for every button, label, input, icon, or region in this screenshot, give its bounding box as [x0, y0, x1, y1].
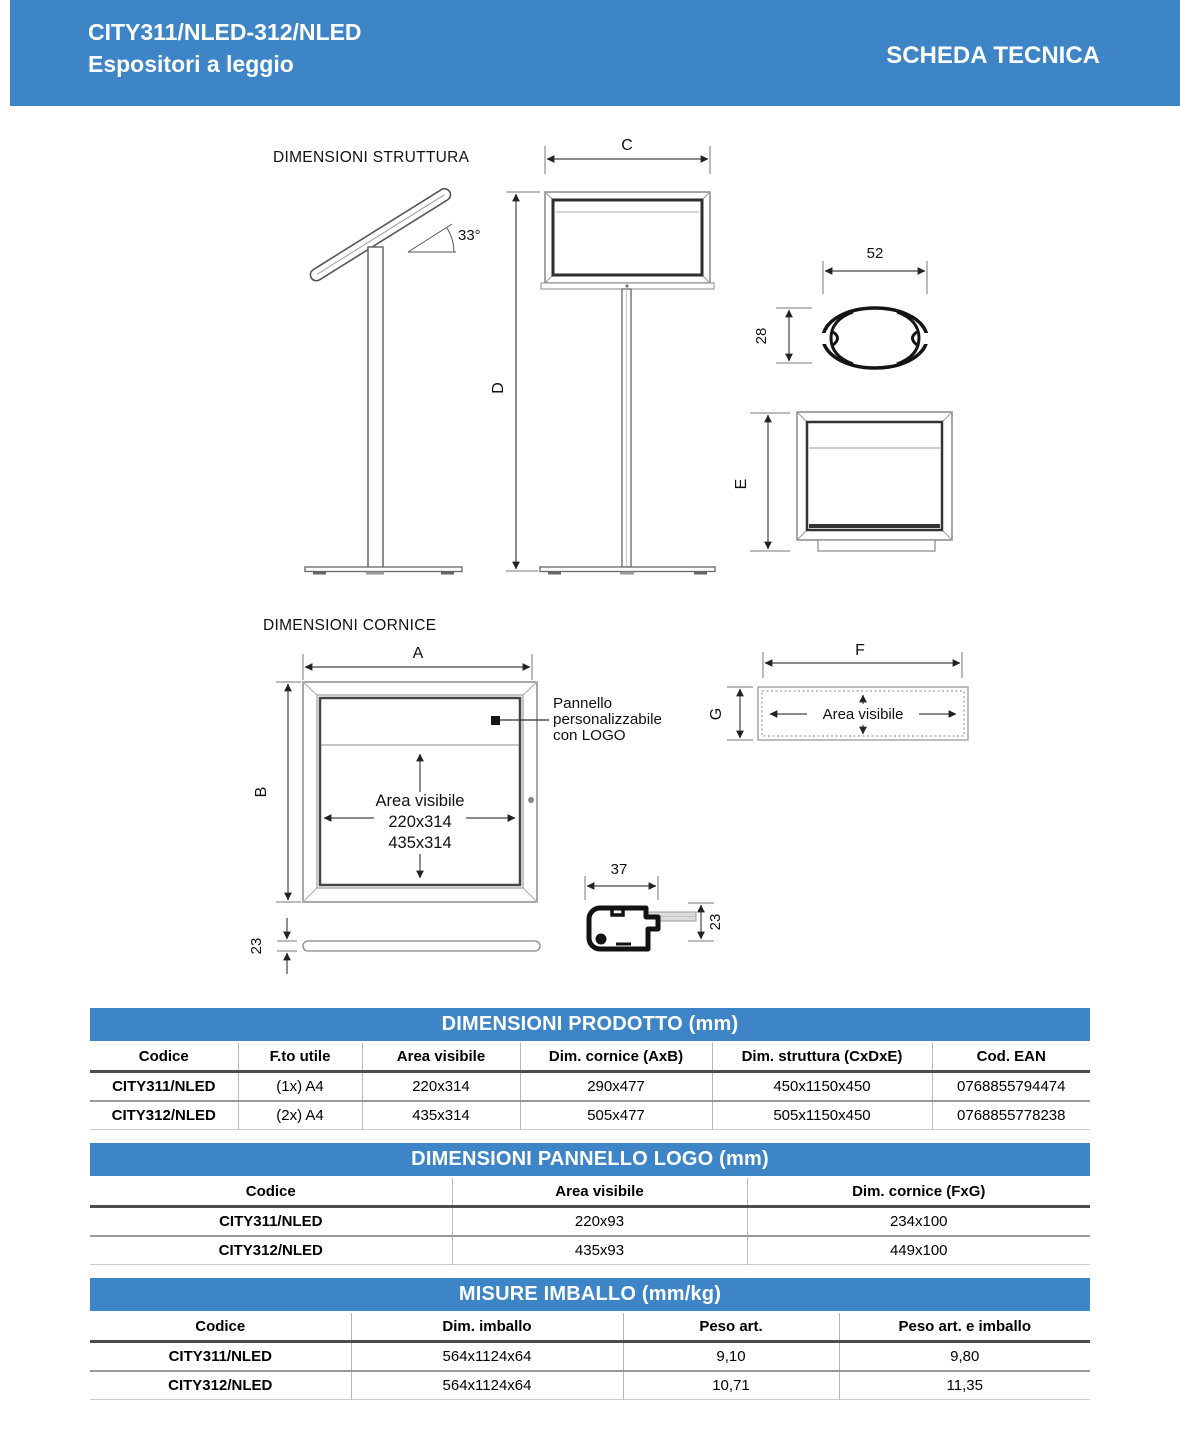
column-header: Codice	[138, 1048, 189, 1065]
header-row: Codice Dim. imballo Peso art. Peso art. …	[90, 1313, 1090, 1342]
dim-label-f: F	[855, 642, 865, 659]
pole-profile-drawing	[776, 261, 930, 370]
product-code: CITY311/NLED-312/NLED	[88, 19, 362, 45]
profile37-height-label: 23	[707, 914, 724, 931]
profile-height-label: 28	[753, 328, 770, 345]
frame-profile-drawing	[584, 876, 714, 952]
front-view-drawing	[506, 146, 716, 575]
cornice-frame-drawing	[276, 654, 549, 903]
column-header: Peso art. e imballo	[838, 1313, 1090, 1342]
table-cell: 220x93	[451, 1206, 747, 1236]
table-cell: 220x314	[361, 1071, 520, 1101]
section-label-struttura: DIMENSIONI STRUTTURA	[273, 149, 470, 166]
table-title-imballo: MISURE IMBALLO (mm/kg)	[90, 1278, 1090, 1311]
column-header: Codice	[245, 1183, 296, 1200]
table-dimensioni-prodotto: DIMENSIONI PRODOTTO (mm) Codice F.to uti…	[90, 1008, 1090, 1130]
table-cell: 435x314	[361, 1101, 520, 1130]
logo-panel-drawing	[727, 652, 969, 741]
table-row: CITY311/NLED (1x) A4 220x314 290x477 450…	[90, 1071, 1090, 1101]
cell-codice: CITY311/NLED	[168, 1348, 272, 1365]
cell-codice: CITY311/NLED	[219, 1213, 323, 1230]
table-row: CITY312/NLED 564x1124x64 10,71 11,35	[90, 1371, 1090, 1400]
frame-side-strip-drawing	[277, 918, 541, 974]
table-misure-imballo: MISURE IMBALLO (mm/kg) Codice Dim. imbal…	[90, 1278, 1090, 1400]
dim-label-a: A	[413, 645, 424, 662]
column-header: Dim. imballo	[350, 1313, 623, 1342]
angle-label: 33°	[458, 227, 481, 244]
table-row: CITY312/NLED 435x93 449x100	[90, 1236, 1090, 1265]
table-cell: 435x93	[451, 1236, 747, 1265]
doc-title: SCHEDA TECNICA	[886, 42, 1100, 69]
header-row: Codice Area visibile Dim. cornice (FxG)	[90, 1178, 1090, 1207]
table-cell: 505x1150x450	[711, 1101, 932, 1130]
dim-label-c: C	[621, 137, 633, 154]
table-cell: 290x477	[519, 1071, 712, 1101]
column-header: Area visibile	[451, 1178, 747, 1207]
technical-drawings: DIMENSIONI STRUTTURA 33°	[248, 137, 969, 974]
panel-note-line3: con LOGO	[553, 727, 626, 744]
table-title-pannello: DIMENSIONI PANNELLO LOGO (mm)	[90, 1143, 1090, 1176]
area-visibile-label: Area visibile	[376, 792, 465, 810]
table-cell: 449x100	[746, 1236, 1090, 1265]
cell-codice: CITY311/NLED	[112, 1078, 216, 1095]
table-cell: (2x) A4	[237, 1101, 362, 1130]
table-row: CITY311/NLED 220x93 234x100	[90, 1206, 1090, 1236]
table-cell: (1x) A4	[237, 1071, 362, 1101]
section-label-cornice: DIMENSIONI CORNICE	[263, 617, 436, 634]
column-header: Dim. cornice (FxG)	[746, 1178, 1090, 1207]
dim-label-d: D	[490, 382, 507, 394]
table-cell: 450x1150x450	[711, 1071, 932, 1101]
product-title-block: CITY311/NLED-312/NLED Espositori a leggi…	[88, 16, 362, 80]
table-cell: 564x1124x64	[350, 1371, 623, 1400]
profile-width-label: 52	[867, 245, 884, 262]
table-title-prodotto: DIMENSIONI PRODOTTO (mm)	[90, 1008, 1090, 1041]
dim-label-e: E	[733, 479, 750, 490]
area-visibile-size1: 220x314	[388, 813, 451, 831]
cell-codice: CITY312/NLED	[218, 1242, 323, 1259]
column-header: Dim. cornice (AxB)	[519, 1043, 712, 1072]
table-cell: 9,10	[622, 1341, 839, 1371]
panel-note-line1: Pannello	[553, 695, 612, 712]
table-cell: 505x477	[519, 1101, 712, 1130]
logo-area-visibile-label: Area visibile	[823, 706, 904, 723]
header-row: Codice F.to utile Area visibile Dim. cor…	[90, 1043, 1090, 1072]
cell-codice: CITY312/NLED	[111, 1107, 216, 1124]
table-cell: 234x100	[746, 1206, 1090, 1236]
table-cell: 564x1124x64	[350, 1341, 623, 1371]
frame-top-view-drawing	[750, 411, 953, 552]
table-cell: 0768855794474	[931, 1071, 1090, 1101]
column-header: Codice	[195, 1318, 246, 1335]
cell-codice: CITY312/NLED	[168, 1377, 273, 1394]
frame-thickness-label: 23	[248, 938, 265, 955]
table-cell: 11,35	[838, 1371, 1090, 1400]
table-row: CITY311/NLED 564x1124x64 9,10 9,80	[90, 1341, 1090, 1371]
panel-note-line2: personalizzabile	[553, 711, 662, 728]
side-view-drawing	[304, 187, 463, 575]
column-header: Cod. EAN	[931, 1043, 1090, 1072]
dim-label-g: G	[708, 708, 725, 720]
dim-label-b: B	[253, 787, 270, 798]
profile37-width-label: 37	[611, 861, 628, 878]
table-dimensioni-pannello-logo: DIMENSIONI PANNELLO LOGO (mm) Codice Are…	[90, 1143, 1090, 1265]
table-row: CITY312/NLED (2x) A4 435x314 505x477 505…	[90, 1101, 1090, 1130]
page-header: CITY311/NLED-312/NLED Espositori a leggi…	[10, 0, 1180, 106]
column-header: Peso art.	[622, 1313, 839, 1342]
table-cell: 10,71	[622, 1371, 839, 1400]
column-header: F.to utile	[237, 1043, 362, 1072]
area-visibile-size2: 435x314	[388, 834, 451, 852]
column-header: Dim. struttura (CxDxE)	[711, 1043, 932, 1072]
column-header: Area visibile	[361, 1043, 520, 1072]
product-type: Espositori a leggio	[88, 51, 294, 77]
table-cell: 0768855778238	[931, 1101, 1090, 1130]
table-cell: 9,80	[838, 1341, 1090, 1371]
